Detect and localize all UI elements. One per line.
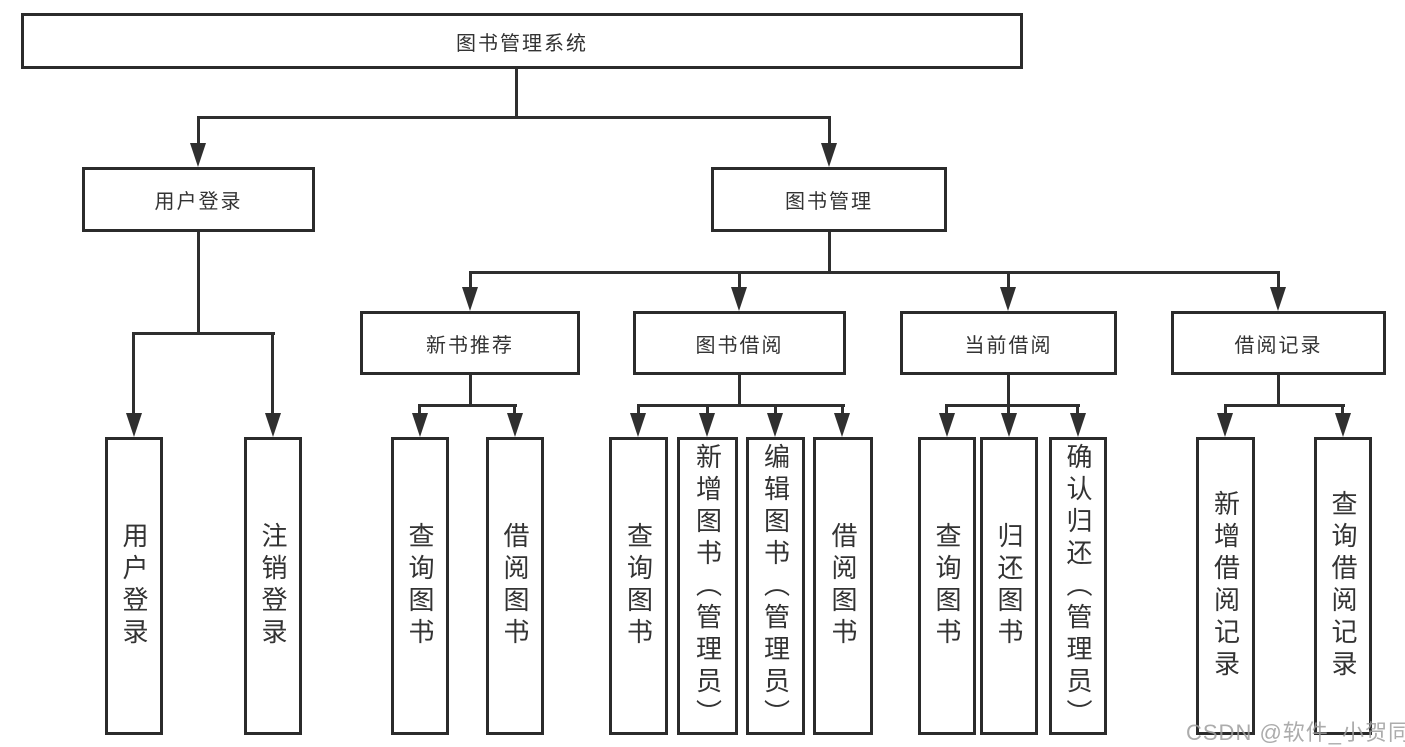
arrowhead-down-icon bbox=[630, 413, 646, 437]
leaf-label: 新增图书（管理员） bbox=[692, 443, 723, 731]
leaf-borrow-books: 借阅图书 bbox=[486, 437, 544, 735]
node-book-management: 图书管理 bbox=[711, 167, 947, 232]
leaf-add-borrow-record: 新增借阅记录 bbox=[1196, 437, 1255, 735]
leaf-label: 编辑图书（管理员） bbox=[760, 443, 791, 731]
node-label: 新书推荐 bbox=[426, 334, 514, 357]
connector-line bbox=[738, 375, 741, 406]
leaf-add-book-admin: 新增图书（管理员） bbox=[677, 437, 738, 735]
connector-line bbox=[132, 332, 275, 335]
connector-line bbox=[515, 69, 518, 118]
arrowhead-down-icon bbox=[462, 287, 478, 311]
arrowhead-down-icon bbox=[939, 413, 955, 437]
leaf-label: 注销登录 bbox=[258, 522, 288, 650]
connector-line bbox=[418, 404, 421, 415]
leaf-label: 确认归还（管理员） bbox=[1063, 443, 1093, 731]
arrowhead-down-icon bbox=[1335, 413, 1351, 437]
node-label: 图书管理 bbox=[785, 191, 873, 213]
node-label: 图书管理系统 bbox=[456, 32, 588, 55]
csdn-watermark: CSDN @软件_小贺同学 bbox=[1186, 720, 1405, 745]
arrowhead-down-icon bbox=[834, 413, 850, 437]
connector-line bbox=[513, 404, 516, 415]
leaf-query-books: 查询图书 bbox=[609, 437, 668, 735]
leaf-user-login: 用户登录 bbox=[105, 437, 163, 735]
leaf-edit-book-admin: 编辑图书（管理员） bbox=[746, 437, 805, 735]
connector-line bbox=[469, 271, 1280, 274]
connector-line bbox=[1076, 404, 1079, 415]
node-root-library-system: 图书管理系统 bbox=[21, 13, 1023, 69]
connector-line bbox=[706, 404, 709, 415]
connector-line bbox=[418, 404, 517, 407]
arrowhead-down-icon bbox=[126, 413, 142, 437]
connector-line bbox=[197, 116, 831, 119]
arrowhead-down-icon bbox=[1217, 413, 1233, 437]
connector-line bbox=[828, 232, 831, 273]
leaf-label: 借阅图书 bbox=[500, 522, 530, 650]
connector-line bbox=[1277, 271, 1280, 289]
leaf-label: 新增借阅记录 bbox=[1210, 490, 1241, 682]
node-label: 图书借阅 bbox=[695, 334, 784, 357]
connector-line bbox=[738, 271, 741, 289]
connector-line bbox=[841, 404, 844, 415]
leaf-label: 用户登录 bbox=[119, 522, 149, 650]
connector-line bbox=[637, 404, 845, 407]
arrowhead-down-icon bbox=[507, 413, 523, 437]
arrowhead-down-icon bbox=[731, 287, 747, 311]
connector-line bbox=[945, 404, 1080, 407]
leaf-label: 借阅图书 bbox=[828, 522, 858, 650]
leaf-query-books: 查询图书 bbox=[391, 437, 449, 735]
arrowhead-down-icon bbox=[767, 413, 783, 437]
arrowhead-down-icon bbox=[412, 413, 428, 437]
connector-line bbox=[945, 404, 948, 415]
connector-line bbox=[271, 332, 274, 415]
arrowhead-down-icon bbox=[821, 143, 837, 167]
connector-line bbox=[1224, 404, 1345, 407]
arrowhead-down-icon bbox=[1001, 413, 1017, 437]
node-book-borrowing: 图书借阅 bbox=[633, 311, 846, 375]
connector-line bbox=[828, 116, 831, 145]
leaf-label: 查询借阅记录 bbox=[1328, 490, 1358, 682]
node-label: 借阅记录 bbox=[1234, 334, 1323, 357]
arrowhead-down-icon bbox=[190, 143, 206, 167]
leaf-label: 查询图书 bbox=[932, 522, 962, 650]
arrowhead-down-icon bbox=[699, 413, 715, 437]
leaf-label: 查询图书 bbox=[623, 522, 654, 650]
node-label: 当前借阅 bbox=[964, 334, 1053, 357]
connector-line bbox=[197, 116, 200, 145]
node-label: 用户登录 bbox=[154, 191, 243, 213]
connector-line bbox=[1007, 375, 1010, 406]
node-borrow-records: 借阅记录 bbox=[1171, 311, 1386, 375]
node-current-borrowing: 当前借阅 bbox=[900, 311, 1117, 375]
connector-line bbox=[469, 271, 472, 289]
arrowhead-down-icon bbox=[1000, 287, 1016, 311]
connector-line bbox=[1341, 404, 1344, 415]
leaf-label: 查询图书 bbox=[405, 522, 435, 650]
arrowhead-down-icon bbox=[265, 413, 281, 437]
node-new-book-recommend: 新书推荐 bbox=[360, 311, 580, 375]
connector-line bbox=[637, 404, 640, 415]
leaf-borrow-books: 借阅图书 bbox=[813, 437, 873, 735]
node-user-login: 用户登录 bbox=[82, 167, 315, 232]
connector-line bbox=[132, 332, 135, 415]
leaf-return-books: 归还图书 bbox=[980, 437, 1038, 735]
leaf-logout: 注销登录 bbox=[244, 437, 302, 735]
leaf-label: 归还图书 bbox=[994, 522, 1024, 650]
connector-line bbox=[1007, 404, 1010, 415]
connector-line bbox=[1224, 404, 1227, 415]
connector-line bbox=[1277, 375, 1280, 406]
connector-line bbox=[1007, 271, 1010, 289]
leaf-query-borrow-record: 查询借阅记录 bbox=[1314, 437, 1372, 735]
arrowhead-down-icon bbox=[1070, 413, 1086, 437]
connector-line bbox=[469, 375, 472, 406]
connector-line bbox=[197, 232, 200, 334]
arrowhead-down-icon bbox=[1270, 287, 1286, 311]
leaf-confirm-return-admin: 确认归还（管理员） bbox=[1049, 437, 1107, 735]
connector-line bbox=[774, 404, 777, 415]
leaf-query-books: 查询图书 bbox=[918, 437, 976, 735]
